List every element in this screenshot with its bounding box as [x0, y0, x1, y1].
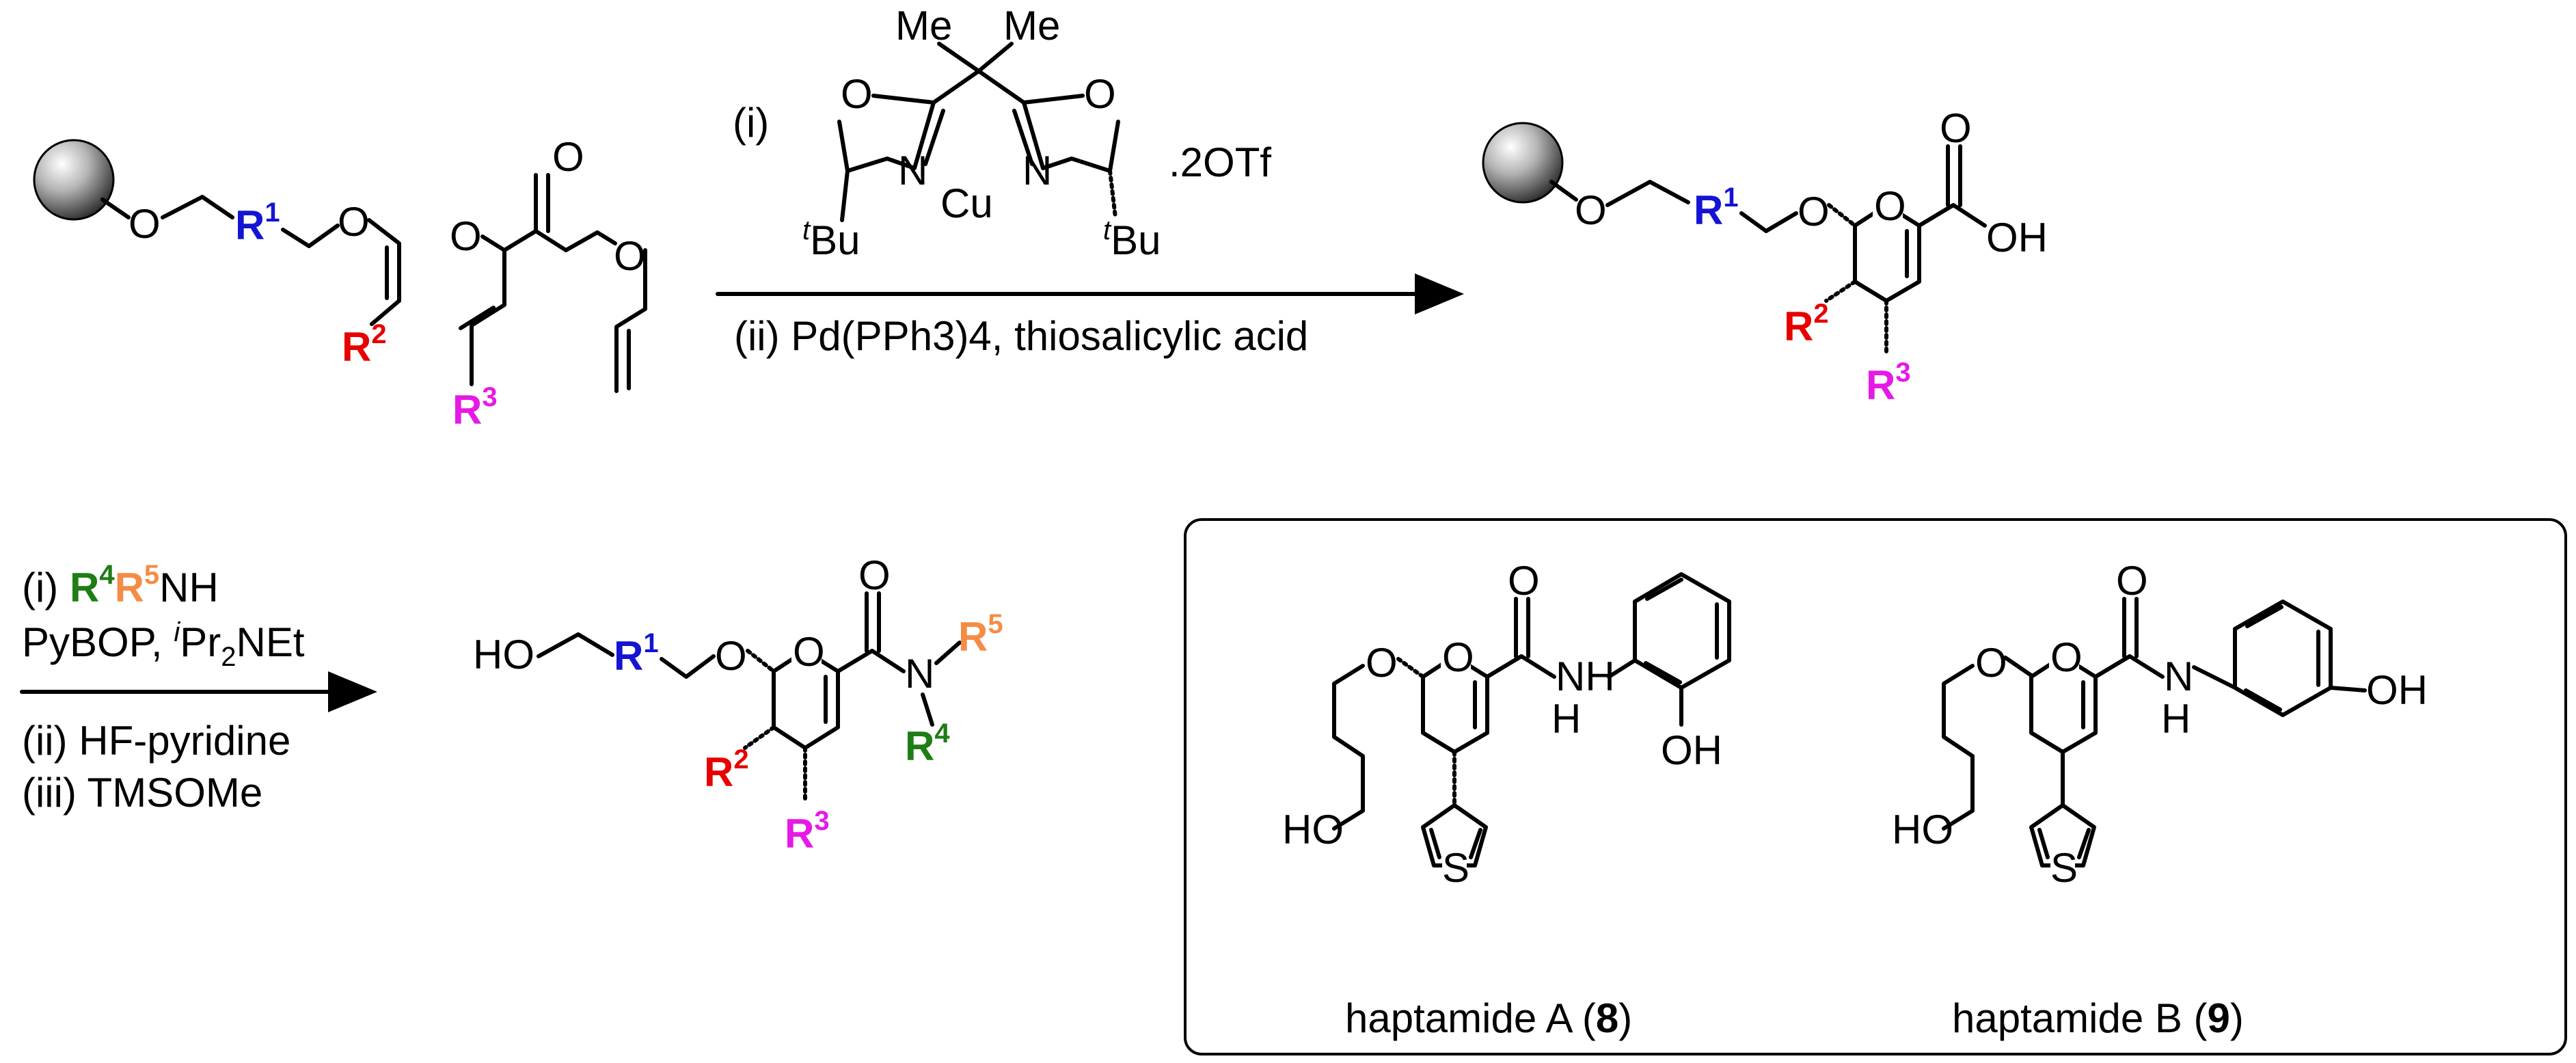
dihydropyran-amide-product: HO R1 O O R2 R3 O N R5 R4	[473, 552, 1003, 857]
thiophene-sulfur: S	[1442, 845, 1469, 891]
methyl-label: Me	[1003, 3, 1060, 49]
hydroxyl-label: OH	[2366, 667, 2428, 713]
step2-reagent-i: (i) R4R5NH	[22, 560, 219, 610]
hydroxyl-label: OH	[1986, 215, 2048, 260]
haptamide-a-structure: O HO O S O NH H OH	[1282, 558, 1731, 891]
atom-o: O	[338, 199, 370, 245]
r2-group: R2	[704, 744, 749, 795]
step2-conditions: (i) R4R5NH PyBOP, iPr2NEt	[22, 560, 305, 672]
r3-group: R3	[1866, 358, 1911, 408]
ring-oxygen: O	[793, 629, 825, 675]
atom-o: O	[858, 552, 891, 598]
atom-o: O	[128, 201, 161, 247]
step2-reagent-iii: (iii) TMSOMe	[22, 770, 262, 816]
step2-reagent-i-line2: PyBOP, iPr2NEt	[22, 617, 305, 672]
methyl-label: Me	[895, 3, 952, 49]
atom-n: N	[898, 148, 927, 193]
r1-group: R1	[1694, 183, 1739, 233]
ring-oxygen: O	[1442, 634, 1474, 680]
ring-oxygen: O	[2050, 634, 2083, 680]
r2-group: R2	[1784, 299, 1829, 349]
ring-oxygen: O	[1874, 183, 1906, 229]
haptamide-b-caption: haptamide B (9)	[1952, 995, 2244, 1041]
r3-group: R3	[785, 806, 830, 857]
atom-o: O	[1798, 189, 1830, 234]
atom-n: N	[1022, 148, 1052, 193]
atom-o: O	[715, 633, 747, 679]
r1-group: R1	[235, 198, 280, 248]
amide-nh: H	[2161, 696, 2191, 742]
atom-o: O	[552, 134, 584, 180]
atom-o: O	[614, 233, 646, 279]
step2-reagent-ii: (ii) HF-pyridine	[22, 718, 290, 764]
r5-group: R5	[958, 609, 1003, 660]
r1-group: R1	[614, 628, 659, 679]
cu-box-catalyst: (i) Me Me O N tBu Cu O N tBu .2OTf	[733, 3, 1271, 263]
atom-o: O	[1084, 71, 1116, 117]
r2-group: R2	[342, 319, 387, 370]
tbu-left: tBu	[802, 215, 860, 263]
atom-o: O	[841, 71, 873, 117]
hydroxyl-label: HO	[1892, 807, 1953, 852]
allyl-ketoester: O R3 O O	[450, 134, 647, 433]
atom-o: O	[450, 213, 482, 259]
amide-nh: NH	[1556, 654, 1615, 699]
resin-bead-icon	[33, 139, 115, 221]
amide-nh: N	[2164, 654, 2193, 699]
haptamide-a-caption: haptamide A (8)	[1345, 995, 1632, 1041]
haptamide-b-structure: O HO O S O N H OH	[1892, 558, 2428, 891]
r3-group: R3	[452, 382, 498, 433]
atom-n: N	[905, 651, 934, 697]
atom-o: O	[1940, 105, 1972, 151]
thiophene-sulfur: S	[2050, 845, 2078, 891]
haptamide-box	[1184, 518, 2567, 1055]
counterion-label: .2OTf	[1169, 139, 1271, 185]
hydroxyl-label: OH	[1661, 727, 1722, 773]
copper-atom: Cu	[940, 180, 993, 226]
dihydropyran-acid-intermediate: O R1 O O R2 R3 O OH	[1482, 105, 2048, 408]
amide-nh: H	[1551, 696, 1581, 742]
step1-reagent-ii: (ii) Pd(PPh3)4, thiosalicylic acid	[734, 313, 1308, 359]
step1-label-i: (i)	[733, 100, 769, 146]
tbu-right: tBu	[1103, 215, 1161, 263]
r4-group: R4	[905, 718, 950, 769]
hydroxyl-label: HO	[473, 632, 534, 677]
atom-o: O	[2116, 558, 2148, 604]
hydroxyl-label: HO	[1282, 807, 1344, 852]
atom-o: O	[1575, 187, 1607, 233]
atom-o: O	[1366, 640, 1398, 686]
atom-o: O	[1508, 558, 1540, 604]
resin-bound-enol-ether: O R1 O R2	[33, 139, 401, 370]
atom-o: O	[1975, 640, 2007, 686]
resin-bead-icon	[1482, 122, 1564, 204]
